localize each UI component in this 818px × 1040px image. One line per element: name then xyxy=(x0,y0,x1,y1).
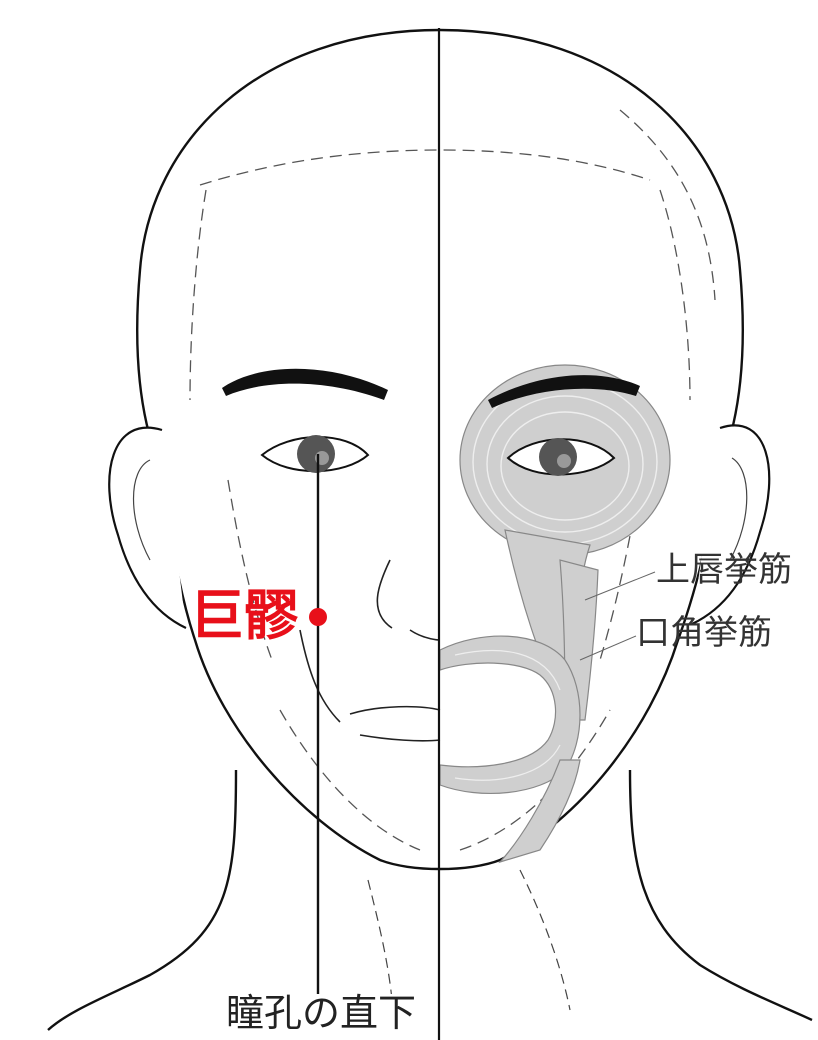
muscle-label-levator-anguli: 口角挙筋 xyxy=(636,616,772,650)
acupoint-label: 巨髎 xyxy=(190,588,298,642)
pupil-guide-label: 瞳孔の直下 xyxy=(222,994,420,1032)
muscle-label-levator-labii: 上唇挙筋 xyxy=(656,553,792,587)
neck-detail-lines xyxy=(368,870,570,1010)
acupoint-marker xyxy=(309,608,327,626)
